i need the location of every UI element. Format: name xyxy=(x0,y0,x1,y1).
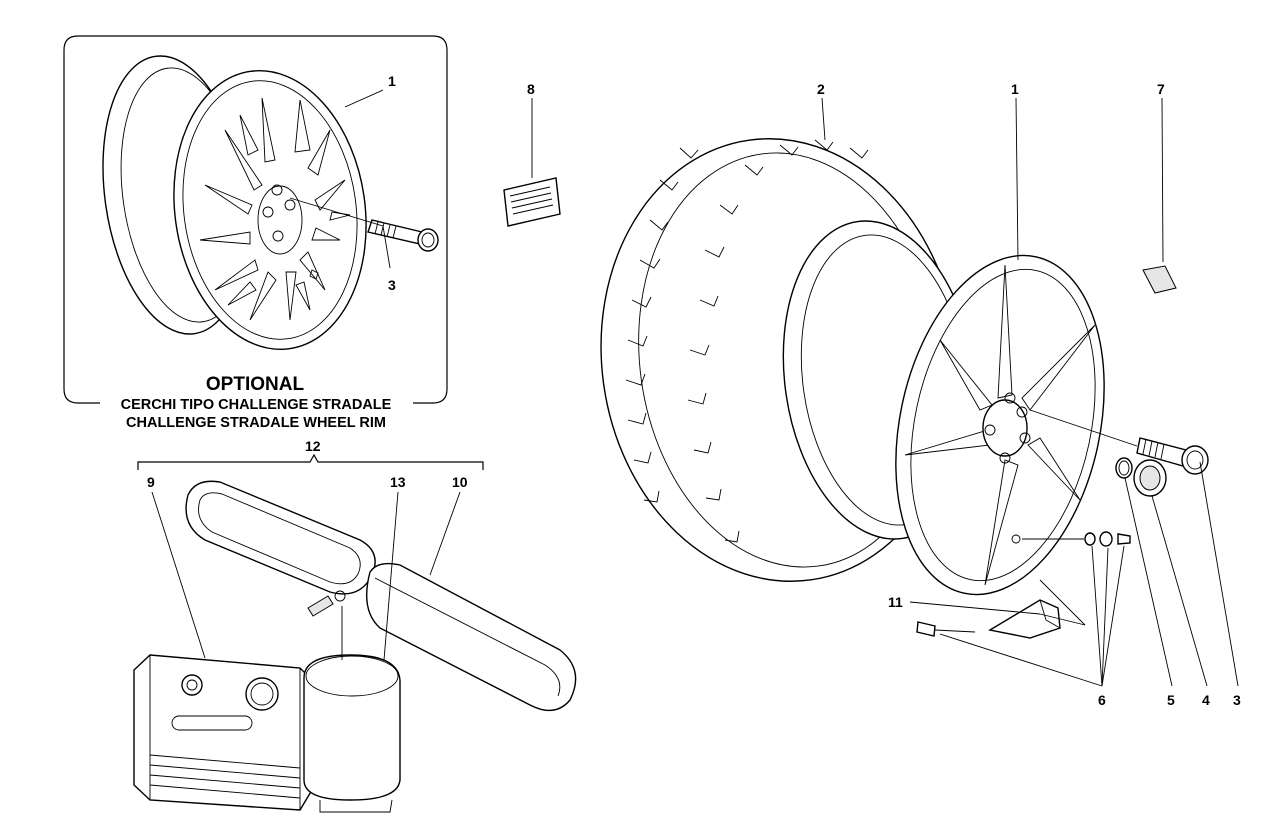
callout-13: 13 xyxy=(390,474,406,490)
optional-caption-italian: CERCHI TIPO CHALLENGE STRADALE xyxy=(121,397,392,413)
seal-ring-part xyxy=(1115,457,1133,479)
callout-10: 10 xyxy=(452,474,468,490)
callout-6: 6 xyxy=(1098,692,1106,708)
callout-7: 7 xyxy=(1157,81,1165,97)
callout-3: 3 xyxy=(1233,692,1241,708)
wheel-bolt-part xyxy=(1029,409,1209,475)
callout-11: 11 xyxy=(888,594,903,610)
wheel-rim-drawing: 1 xyxy=(895,81,1105,596)
optional-heading: OPTIONAL xyxy=(206,374,305,395)
challenge-rim-drawing xyxy=(102,55,367,350)
balance-weight-part: 7 xyxy=(1142,81,1177,294)
inset-frame xyxy=(63,35,448,404)
callout-inset-3: 3 xyxy=(388,277,396,293)
callout-2: 2 xyxy=(817,81,825,97)
optional-caption-english: CHALLENGE STRADALE WHEEL RIM xyxy=(126,415,386,431)
pressure-sensor-part xyxy=(988,599,1061,639)
callout-5: 5 xyxy=(1167,692,1175,708)
valve-parts xyxy=(916,531,1131,637)
tyre-pressure-label-sticker: 8 xyxy=(503,81,561,227)
callout-9: 9 xyxy=(147,474,155,490)
callout-1: 1 xyxy=(1011,81,1019,97)
centre-cap-part xyxy=(1133,459,1167,497)
callout-inset-1: 1 xyxy=(388,73,396,89)
callout-12: 12 xyxy=(305,438,321,454)
tyre-repair-kit-drawing xyxy=(133,480,577,813)
optional-rim-inset: 1 3 OPTIONAL CERCHI TIPO CHALLENGE STRAD… xyxy=(63,35,448,431)
callout-4: 4 xyxy=(1202,692,1210,708)
repair-kit-bracket: 12 9 13 10 xyxy=(137,438,484,490)
callout-8: 8 xyxy=(527,81,535,97)
